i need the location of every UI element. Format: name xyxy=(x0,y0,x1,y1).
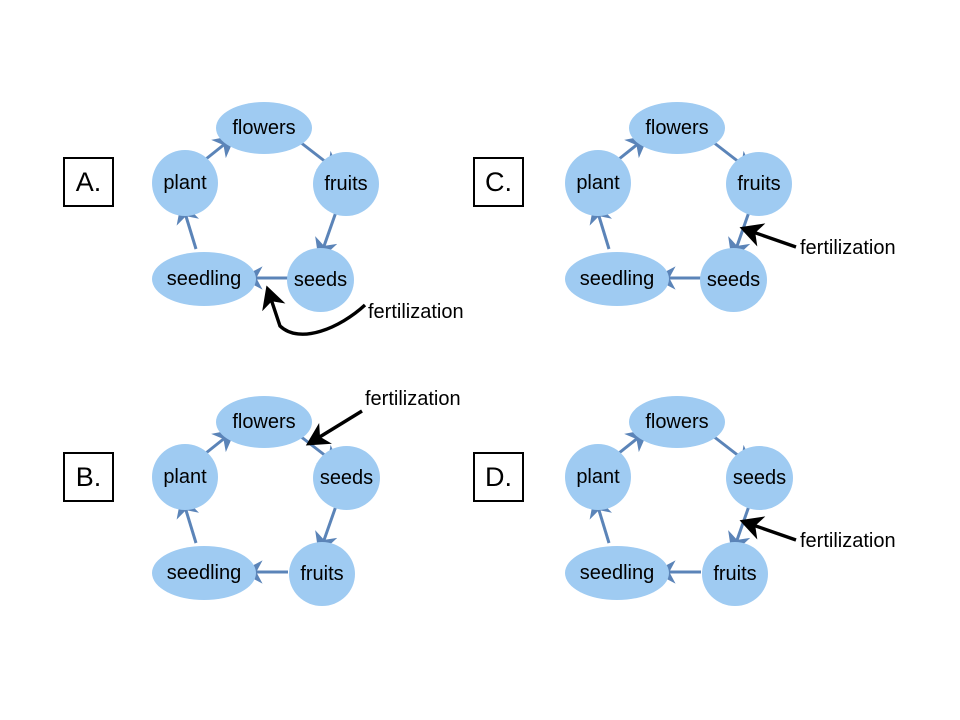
node-label: seedling xyxy=(166,268,242,290)
fertilization-label-b: fertilization xyxy=(365,388,461,410)
node-seeds-d[interactable]: seeds xyxy=(726,446,793,510)
node-label: seeds xyxy=(319,467,374,489)
node-seedling-d[interactable]: seedling xyxy=(565,546,669,600)
node-label: plant xyxy=(576,466,620,488)
node-plant-b[interactable]: plant xyxy=(152,444,218,510)
node-label: seedling xyxy=(166,562,242,584)
node-label: flowers xyxy=(232,411,296,433)
panel-label-b-text: B. xyxy=(75,461,102,492)
node-label: flowers xyxy=(645,117,709,139)
panel-label-d-text: D. xyxy=(485,461,512,492)
arrow-fruits-to-seeds xyxy=(315,211,338,261)
node-plant-d[interactable]: plant xyxy=(565,444,631,510)
node-flowers-d[interactable]: flowers xyxy=(629,396,725,448)
node-label: plant xyxy=(576,172,620,194)
node-seeds-a[interactable]: seeds xyxy=(287,248,354,312)
node-seedling-c[interactable]: seedling xyxy=(565,252,669,306)
panel-label-c-text: C. xyxy=(485,166,512,197)
panel-label-a: A. xyxy=(63,157,114,207)
node-plant-c[interactable]: plant xyxy=(565,150,631,216)
fertilization-label-a: fertilization xyxy=(368,301,464,323)
node-label: plant xyxy=(163,172,207,194)
node-seeds-b[interactable]: seeds xyxy=(313,446,380,510)
arrow-seedling-to-plant xyxy=(589,200,612,250)
node-label: seeds xyxy=(706,269,761,291)
node-label: flowers xyxy=(645,411,709,433)
node-seedling-b[interactable]: seedling xyxy=(152,546,256,600)
node-label: fruits xyxy=(737,173,781,195)
node-flowers-a[interactable]: flowers xyxy=(216,102,312,154)
node-label: seeds xyxy=(293,269,348,291)
node-fruits-d[interactable]: fruits xyxy=(702,542,768,606)
arrow-seedling-to-plant xyxy=(176,494,199,544)
fertilization-arrow-d xyxy=(739,516,797,542)
fertilization-arrow-c xyxy=(739,223,797,249)
node-label: plant xyxy=(163,466,207,488)
node-label: seedling xyxy=(579,562,655,584)
arrow-seedling-to-plant xyxy=(176,200,199,250)
node-plant-a[interactable]: plant xyxy=(152,150,218,216)
node-label: flowers xyxy=(232,117,296,139)
node-label: seedling xyxy=(579,268,655,290)
node-seedling-a[interactable]: seedling xyxy=(152,252,256,306)
arrow-fruits-to-seeds xyxy=(728,211,751,261)
node-flowers-b[interactable]: flowers xyxy=(216,396,312,448)
panel-label-c: C. xyxy=(473,157,524,207)
node-flowers-c[interactable]: flowers xyxy=(629,102,725,154)
node-label: fruits xyxy=(324,173,368,195)
node-fruits-b[interactable]: fruits xyxy=(289,542,355,606)
fertilization-arrow-b xyxy=(305,409,363,446)
node-label: fruits xyxy=(713,563,757,585)
arrow-seedling-to-plant xyxy=(589,494,612,544)
arrow-seeds-to-fruits xyxy=(315,505,338,555)
panel-label-a-text: A. xyxy=(75,166,102,197)
arrow-seeds-to-fruits xyxy=(728,505,751,555)
node-seeds-c[interactable]: seeds xyxy=(700,248,767,312)
node-fruits-a[interactable]: fruits xyxy=(313,152,379,216)
node-label: seeds xyxy=(732,467,787,489)
panel-label-b: B. xyxy=(63,452,114,502)
panel-label-d: D. xyxy=(473,452,524,502)
fertilization-label-d: fertilization xyxy=(800,530,896,552)
node-label: fruits xyxy=(300,563,344,585)
fertilization-label-c: fertilization xyxy=(800,237,896,259)
node-fruits-c[interactable]: fruits xyxy=(726,152,792,216)
